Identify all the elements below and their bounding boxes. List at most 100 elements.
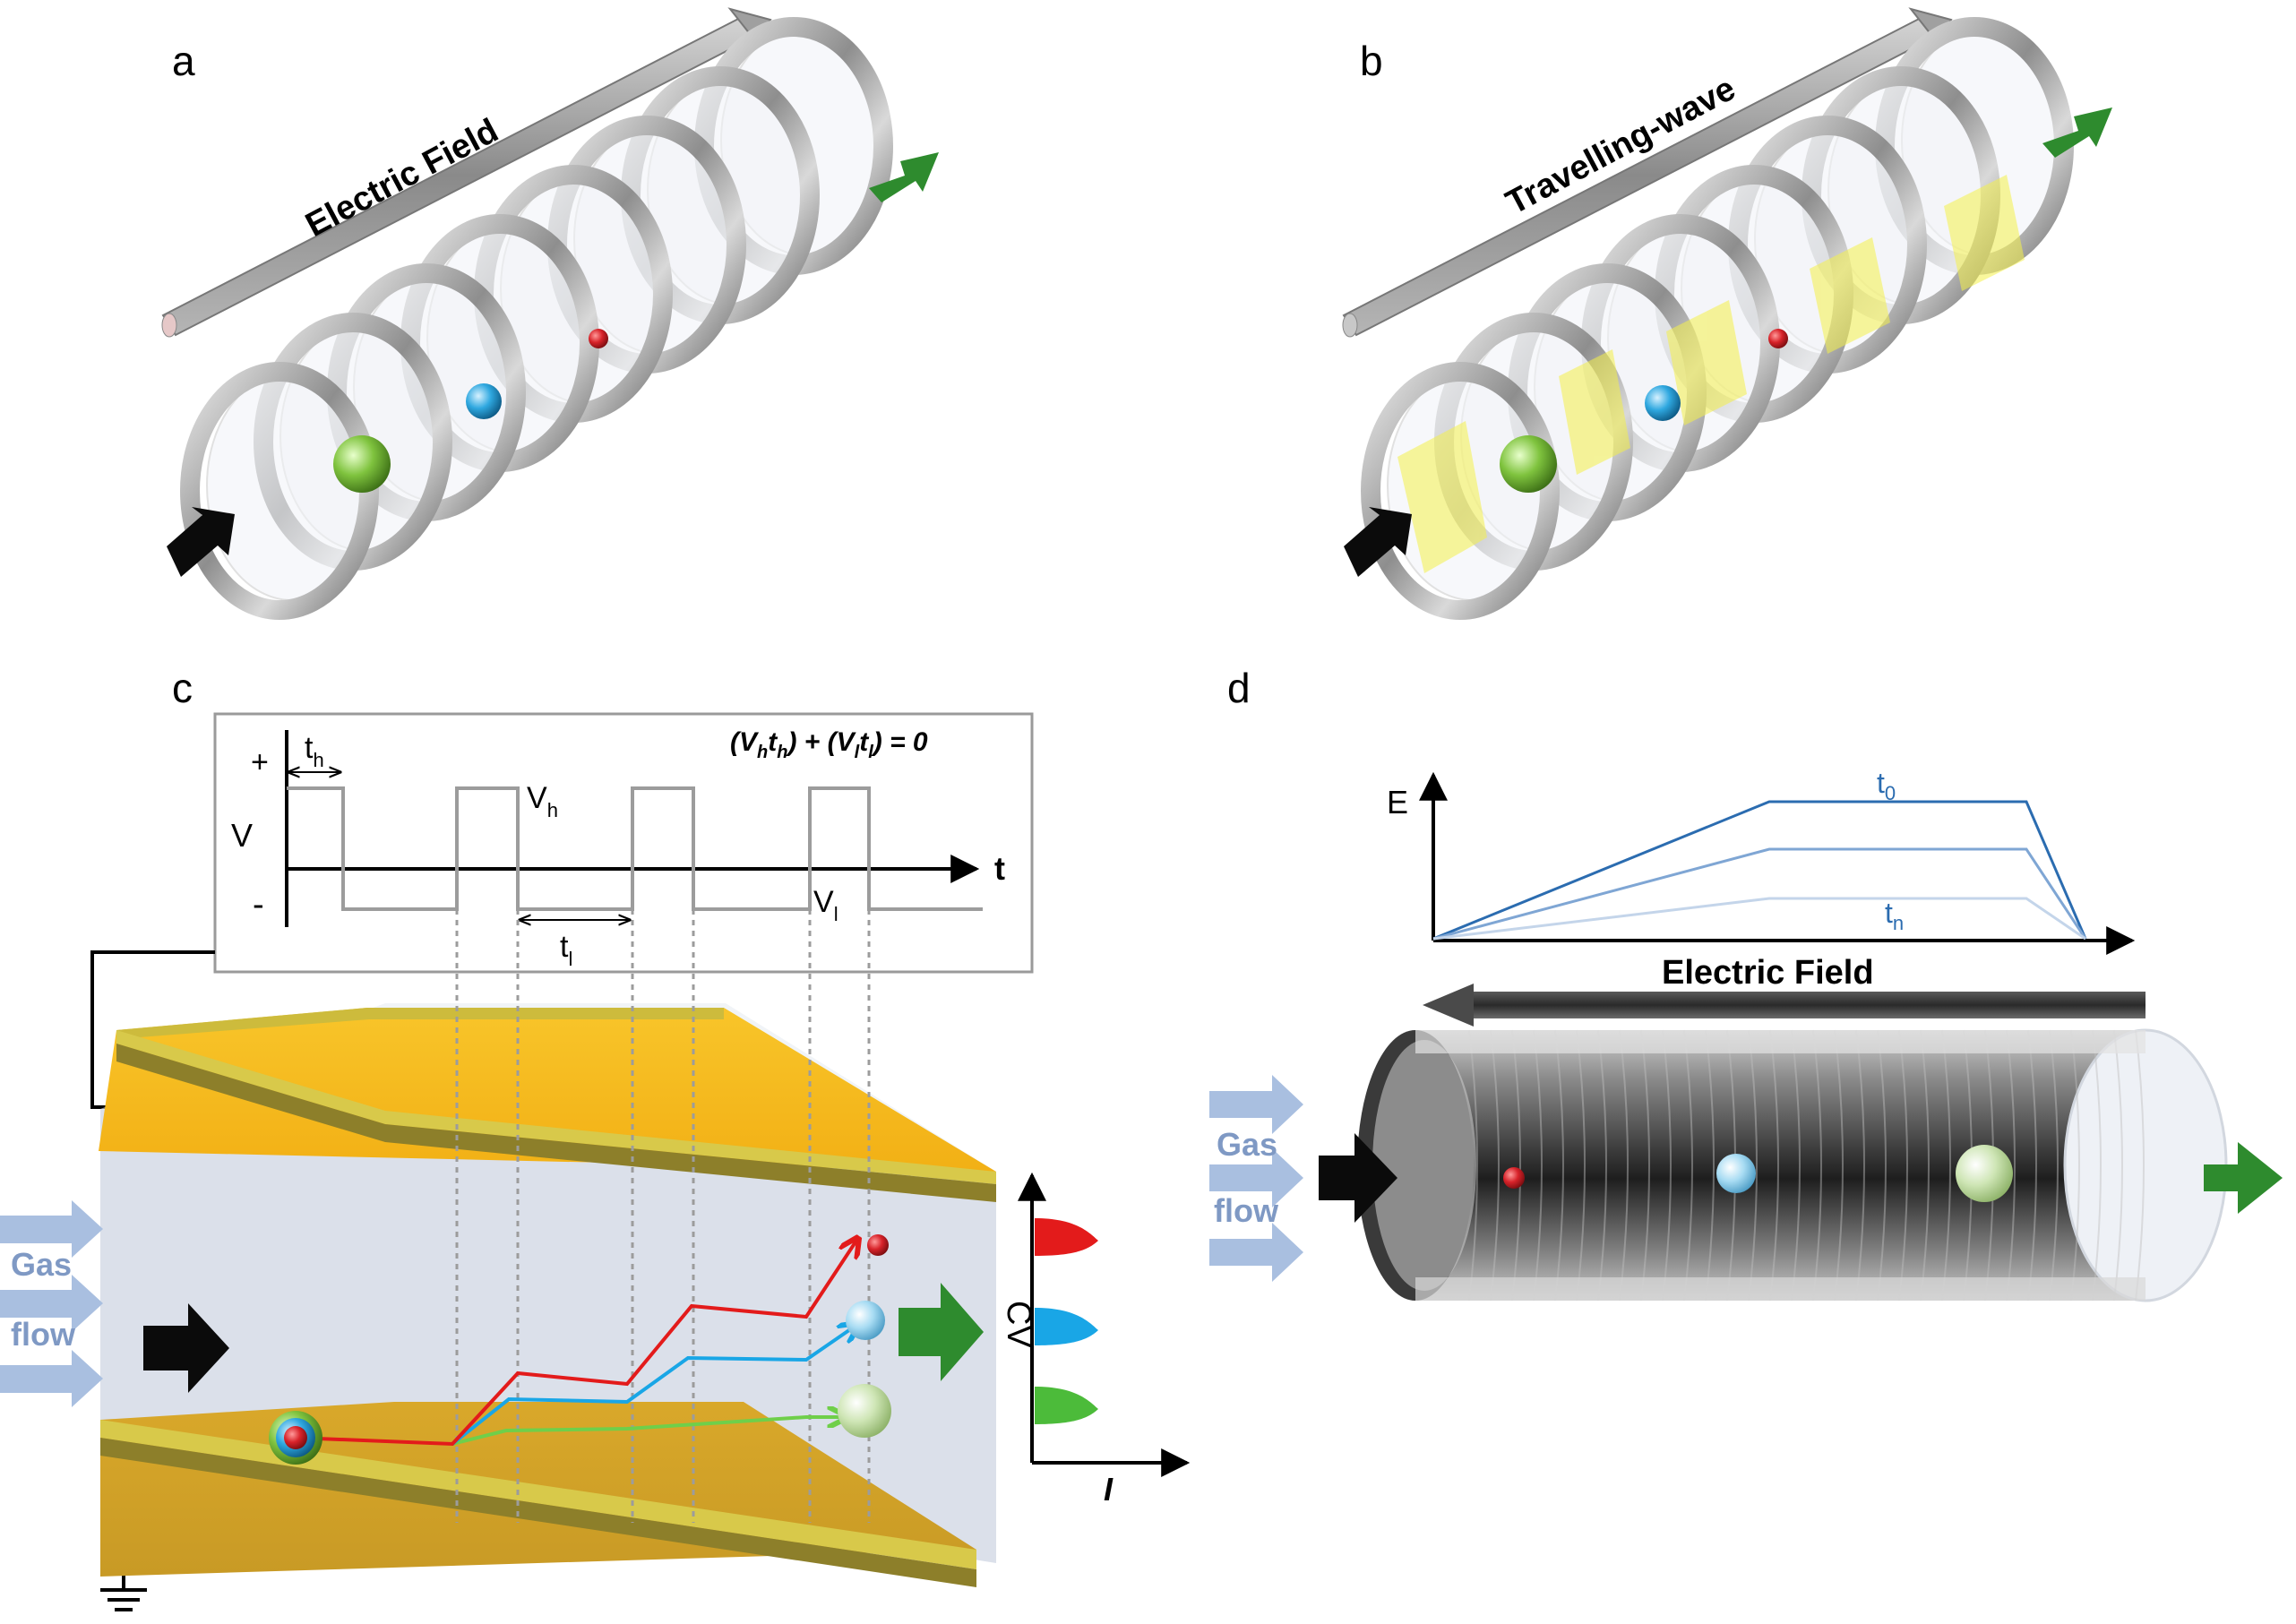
tube-ring-line (1920, 1029, 1930, 1302)
electric-field-label: Electric Field (1662, 954, 1874, 992)
vl-label: Vl (813, 885, 838, 925)
cv-spectrum: CV I (1000, 1172, 1191, 1508)
tn-label: tn (1885, 897, 1904, 934)
field-profile-mid (1432, 847, 2087, 941)
field-profile-tn (1432, 897, 2086, 941)
entry-arrow-icon (167, 507, 235, 577)
tube-ring-line (1597, 1029, 1607, 1302)
t-axis-label: t (994, 850, 1005, 887)
electric-field-arrow (1423, 984, 2146, 1027)
blue-ion (1716, 1154, 1756, 1193)
flow-label: flow (11, 1316, 76, 1353)
tube-ring-line (2027, 1029, 2037, 1302)
exit-arrow-icon (2204, 1142, 2283, 1214)
panel-letter-a: a (172, 38, 195, 84)
field-profile-plot: E t0 tn (1387, 767, 2136, 955)
panel-a: a Electric Field (161, 7, 939, 620)
tube-ring-line (1619, 1029, 1629, 1302)
red-ion (1503, 1167, 1525, 1189)
exit-arrow-icon (869, 152, 939, 202)
green-peak (1035, 1387, 1098, 1424)
blue-ion (466, 383, 502, 419)
blue-ion (846, 1301, 885, 1340)
entry-arrow-icon (1344, 507, 1412, 577)
top-electrode-plate (99, 1008, 996, 1202)
tube-ring-line (1898, 1029, 1908, 1302)
waveform-box: + - V t th Vh tl Vl (Vhth) + (Vltl) = 0 (213, 712, 1034, 974)
blue-ion-trajectory (451, 1324, 858, 1446)
gas-label: Gas (1217, 1126, 1277, 1163)
tube-ring-line (1640, 1029, 1650, 1302)
balance-equation: (Vhth) + (Vltl) = 0 (730, 727, 928, 762)
v-axis-label: V (231, 817, 253, 854)
tube-ring-line (1511, 1029, 1521, 1302)
tube-ring-line (1533, 1029, 1543, 1302)
red-peak (1035, 1218, 1098, 1256)
tube-ring-line (2006, 1029, 2016, 1302)
green-ion-trajectory (451, 1417, 847, 1446)
tube-ring-line (2135, 1029, 2145, 1302)
vh-label: Vh (527, 781, 558, 821)
tube-ring-lines (1468, 1029, 2145, 1302)
gas-label: Gas (11, 1246, 72, 1283)
tube-ring-line (1834, 1029, 1844, 1302)
exit-arrow-icon (2042, 107, 2112, 158)
red-ion (867, 1234, 889, 1256)
blue-ion (1645, 385, 1681, 421)
tube-ring-line (1855, 1029, 1865, 1302)
tube-ring-line (2049, 1029, 2059, 1302)
tube-ring-line (1705, 1029, 1715, 1302)
t0-label: t0 (1877, 767, 1896, 804)
flow-label: flow (1214, 1192, 1279, 1229)
ring-stack (180, 17, 893, 620)
gas-flow-arrows (0, 1200, 103, 1407)
panel-d: d E t0 tn Electric Field (1209, 665, 2283, 1302)
square-waveform (287, 786, 983, 911)
panel-c: c + - V t th Vh tl Vl (Vhth) + (Vltl) = … (0, 665, 1191, 1611)
green-ion (1500, 435, 1557, 493)
tube-ring-line (1576, 1029, 1586, 1302)
ground-symbol-icon (100, 1588, 147, 1611)
exit-arrow-icon (899, 1283, 984, 1381)
tube-ring-line (1490, 1029, 1500, 1302)
panel-b: b Travelling-wave (1342, 7, 2112, 620)
entry-arrow-icon (1319, 1133, 1397, 1223)
gas-flow-arrows (1209, 1075, 1303, 1282)
blue-peak (1035, 1308, 1098, 1345)
red-ion (1768, 329, 1788, 348)
entry-arrow-icon (143, 1303, 229, 1393)
tube-ring-line (1683, 1029, 1693, 1302)
tube-ring-line (1662, 1029, 1672, 1302)
minus-sign: - (253, 886, 264, 924)
tube-ring-line (1877, 1029, 1887, 1302)
tube-ring-line (1769, 1029, 1779, 1302)
tube-ring-line (1941, 1029, 1951, 1302)
tl-label: tl (560, 930, 572, 970)
i-axis-label: I (1104, 1471, 1114, 1508)
wave-pulses (1397, 175, 2025, 573)
tube-ring-line (2070, 1029, 2080, 1302)
green-ion (333, 435, 391, 493)
plus-sign: + (251, 745, 269, 779)
tube-ring-line (1791, 1029, 1801, 1302)
tube-ring-line (1468, 1029, 1478, 1302)
green-ion (1956, 1145, 2013, 1202)
green-ion (838, 1384, 891, 1438)
tube-ring-line (1812, 1029, 1822, 1302)
red-ion (589, 329, 608, 348)
red-ion-trajectory (295, 1238, 858, 1447)
field-profile-t0 (1432, 800, 2087, 941)
panel-letter-b: b (1360, 38, 1383, 84)
tube-ring-line (1554, 1029, 1564, 1302)
panel-letter-c: c (172, 665, 193, 711)
ring-electrode (1361, 362, 1560, 620)
e-axis-label: E (1387, 784, 1408, 821)
cv-axis-label: CV (1000, 1301, 1037, 1348)
tube-ring-line (1748, 1029, 1758, 1302)
drift-tube (1357, 1028, 2228, 1302)
th-label: th (305, 731, 324, 771)
tube-ring-line (2113, 1029, 2123, 1302)
tube-ring-line (2092, 1029, 2102, 1302)
panel-letter-d: d (1227, 665, 1251, 711)
